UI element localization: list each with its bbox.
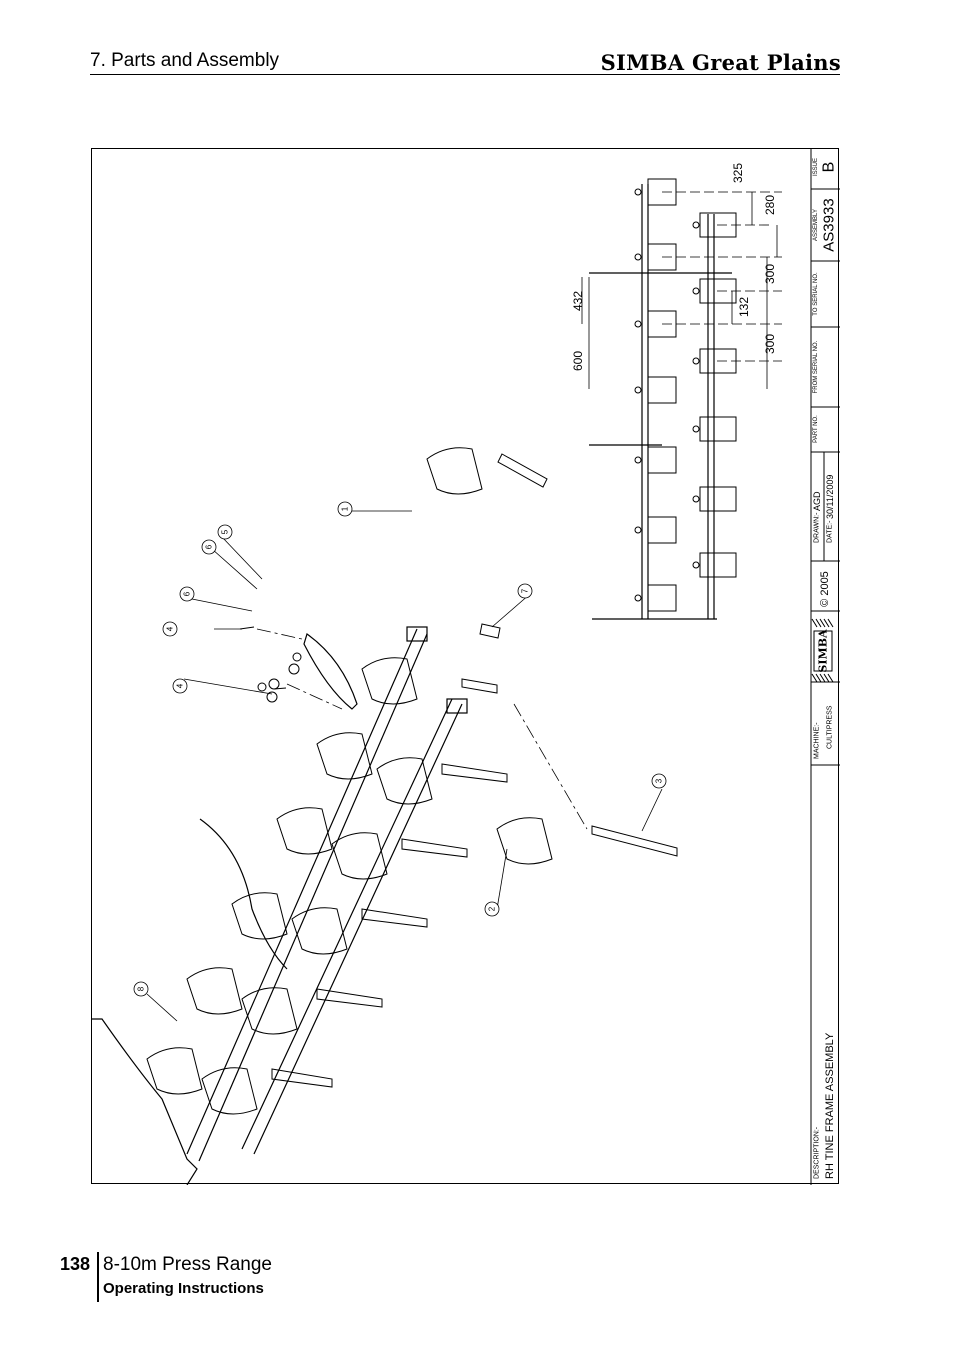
from-serial-label: FROM SERIAL NO.	[813, 340, 819, 393]
simba-logo: SIMBA	[811, 618, 834, 683]
dim-325: 325	[731, 163, 745, 183]
issue-label: ISSUE	[813, 158, 819, 176]
dim-432: 432	[571, 291, 585, 311]
drawn-value: AGD	[812, 491, 822, 511]
part-no-label: PART NO.	[813, 415, 819, 443]
drawing-frame: 1 2 3 4 4 5 6 6 7 8 325 280 300 132 300 …	[91, 148, 840, 1185]
date-value: 30/11/2009	[825, 475, 835, 519]
assembly-drawing: 1 2 3 4 4 5 6 6 7 8 325 280 300 132 300 …	[92, 149, 840, 1185]
dim-300b: 300	[763, 334, 777, 354]
svg-text:SIMBA: SIMBA	[817, 629, 830, 673]
callout-6b: 6	[183, 591, 192, 596]
footer-title: 8-10m Press Range	[103, 1254, 272, 1275]
exploded-view	[92, 447, 678, 1185]
callout-6a: 6	[205, 544, 214, 549]
dim-280: 280	[763, 195, 777, 215]
footer-subtitle: Operating Instructions	[103, 1280, 264, 1297]
callout-4a: 4	[166, 626, 175, 631]
dim-300a: 300	[763, 264, 777, 284]
callout-7: 7	[521, 588, 530, 593]
callout-1: 1	[341, 506, 350, 511]
drawn-label: DRAWN:-	[814, 512, 821, 543]
assembly-value: AS3933	[821, 198, 838, 251]
dim-132: 132	[737, 297, 751, 317]
callout-2: 2	[488, 906, 497, 911]
to-serial-label: TO SERIAL NO.	[813, 272, 819, 316]
footer-rule	[97, 1252, 99, 1302]
description-value: RH TINE FRAME ASSEMBLY	[824, 1032, 836, 1179]
callout-8: 8	[137, 986, 146, 991]
date-label: DATE:-	[827, 520, 834, 543]
brand-logo: SIMBA Great Plains	[600, 50, 841, 75]
callout-5: 5	[221, 529, 230, 534]
machine-value: CULTIPRESS	[827, 705, 834, 749]
plan-view	[581, 178, 782, 620]
copyright: © 2005	[819, 571, 831, 607]
description-label: DESCRIPTION:-	[814, 1126, 821, 1179]
assembly-label: ASSEMBLY	[813, 209, 819, 241]
issue-value: B	[821, 162, 838, 173]
section-title: 7. Parts and Assembly	[90, 50, 280, 71]
callout-3: 3	[655, 778, 664, 783]
machine-label: MACHINE:-	[814, 722, 821, 759]
header-rule	[90, 74, 840, 75]
page-number: 138	[60, 1254, 91, 1274]
callout-4b: 4	[176, 683, 185, 688]
dim-600: 600	[571, 351, 585, 371]
